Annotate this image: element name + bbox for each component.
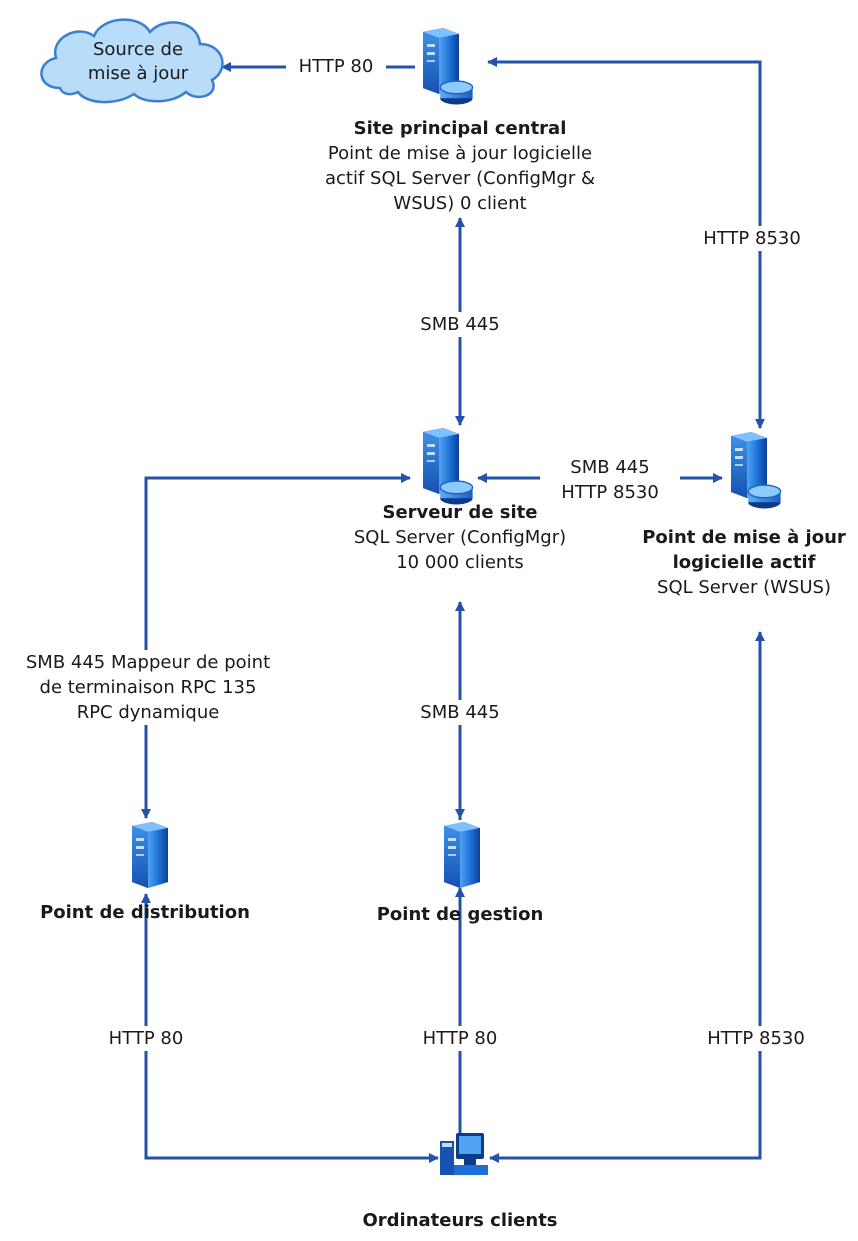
conn-label-site-active-sup-1: SMB 445 xyxy=(570,457,650,478)
conn-label-active-sup-to-central: HTTP 8530 xyxy=(692,226,812,251)
server-icon xyxy=(444,822,480,888)
central-site-line2: actif SQL Server (ConfigMgr & xyxy=(324,168,596,189)
update-source-label: Source de mise à jour xyxy=(48,38,228,86)
central-site-label: Site principal central Point de mise à j… xyxy=(296,116,624,216)
conn-label-clients-active-sup: HTTP 8530 xyxy=(696,1026,816,1051)
active-sup-label: Point de mise à jour logicielle actif SQ… xyxy=(630,525,858,600)
cloud-icon xyxy=(40,18,224,104)
line-clients-to-sup xyxy=(490,631,765,1160)
site-server-title: Serveur de site xyxy=(382,502,538,523)
central-site-title: Site principal central xyxy=(353,118,567,139)
server-database-icon xyxy=(423,428,474,506)
active-sup-title1: Point de mise à jour xyxy=(642,527,846,548)
conn-label-clients-management: HTTP 80 xyxy=(410,1026,510,1051)
conn-label-clients-distribution: HTTP 80 xyxy=(96,1026,196,1051)
conn-label-central-site-server: SMB 445 xyxy=(408,312,512,337)
site-server-line2: 10 000 clients xyxy=(396,552,524,573)
conn-label-site-active-sup-2: HTTP 8530 xyxy=(561,482,659,503)
conn-label-central-to-source: HTTP 80 xyxy=(286,54,386,79)
central-site-line3: WSUS) 0 client xyxy=(393,193,527,214)
conn-label-site-distribution-3: RPC dynamique xyxy=(76,702,220,723)
server-database-icon xyxy=(731,432,782,510)
client-computers-label: Ordinateurs clients xyxy=(362,1210,558,1231)
server-database-icon xyxy=(423,28,474,106)
conn-label-site-active-sup: SMB 445 HTTP 8530 xyxy=(540,455,680,505)
active-sup-title2: logicielle actif xyxy=(672,552,816,573)
line-dp-to-clients xyxy=(144,1020,439,1163)
conn-label-site-distribution-1: SMB 445 Mappeur de point xyxy=(25,652,271,673)
conn-label-site-distribution: SMB 445 Mappeur de point de terminaison … xyxy=(8,650,288,725)
site-server-label: Serveur de site SQL Server (ConfigMgr) 1… xyxy=(320,500,600,575)
active-sup-line1: SQL Server (WSUS) xyxy=(657,577,831,598)
client-computer-icon xyxy=(440,1133,488,1175)
update-source-line2: mise à jour xyxy=(87,63,189,84)
conn-label-site-management: SMB 445 xyxy=(408,700,512,725)
central-site-line1: Point de mise à jour logicielle xyxy=(327,143,593,164)
distribution-point-label: Point de distribution xyxy=(40,902,250,923)
management-point-label: Point de gestion xyxy=(376,904,544,925)
site-server-line1: SQL Server (ConfigMgr) xyxy=(353,527,567,548)
conn-label-site-distribution-2: de terminaison RPC 135 xyxy=(39,677,257,698)
update-source-line1: Source de xyxy=(92,39,184,60)
server-icon xyxy=(132,822,168,888)
